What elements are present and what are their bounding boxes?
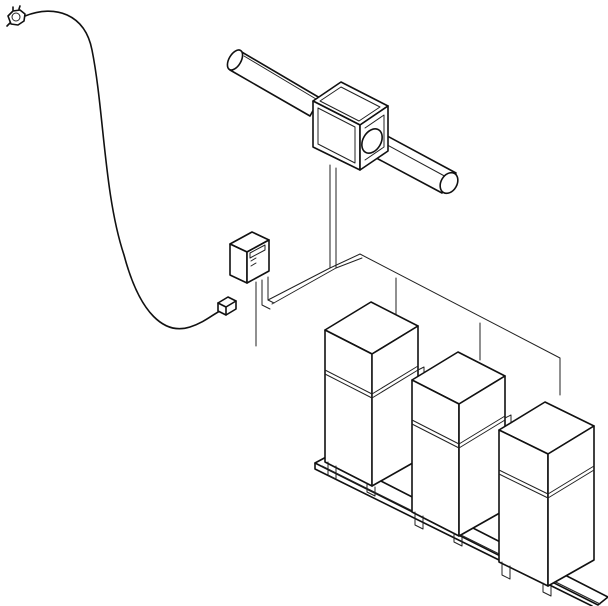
- cabinet-1: [324, 301, 425, 497]
- duct-mounted-unit: [312, 81, 389, 171]
- control-box-icon: [229, 231, 270, 284]
- cabinet-2: [411, 351, 512, 547]
- cabinet-3: [498, 401, 595, 597]
- cable-plug-connector: [217, 296, 237, 316]
- conduit-lines: [255, 164, 561, 396]
- flexible-cable: [24, 10, 221, 330]
- sensor-probe-icon: [6, 5, 26, 27]
